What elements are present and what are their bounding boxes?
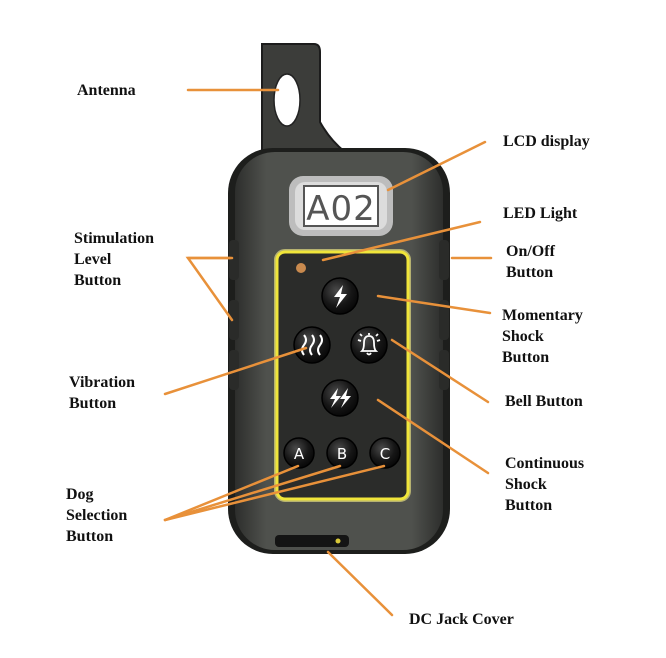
vibration-waves-icon [301, 334, 323, 356]
leader-stimulation [185, 256, 234, 322]
leader-dog-b [163, 464, 342, 522]
continuous-shock-button[interactable] [321, 379, 359, 417]
antenna [261, 43, 348, 153]
label-vibration: Vibration Button [69, 374, 136, 412]
dc-jack-cover[interactable] [275, 535, 349, 547]
leader-dog-a [163, 464, 300, 522]
label-on-off: On/Off Button [506, 243, 555, 281]
leader-dc-jack [326, 550, 394, 617]
lightning-icon [334, 285, 347, 308]
label-lcd-display: LCD display [503, 133, 590, 150]
vibration-button[interactable] [293, 326, 331, 364]
dog-c-button[interactable]: C [369, 437, 401, 469]
svg-text:B: B [337, 445, 347, 463]
leader-bell [390, 338, 490, 404]
label-antenna: Antenna [77, 82, 136, 99]
svg-text:A: A [294, 445, 305, 463]
leader-dog-c [163, 464, 386, 522]
bell-button[interactable] [350, 326, 388, 364]
dog-b-button[interactable]: B [326, 437, 358, 469]
leader-lines [163, 88, 493, 617]
leader-momentary [376, 294, 492, 315]
double-lightning-icon [330, 388, 351, 408]
bell-icon [357, 333, 381, 356]
leader-led [321, 220, 482, 262]
label-bell: Bell Button [505, 393, 583, 410]
label-momentary-shock: Momentary Shock Button [502, 307, 583, 366]
label-stimulation-level: Stimulation Level Button [74, 230, 155, 289]
label-led-light: LED Light [503, 205, 578, 222]
leader-vibration [163, 346, 308, 396]
dog-a-button[interactable]: A [283, 437, 315, 469]
lcd-text: A02 [306, 189, 376, 229]
led-light [296, 263, 306, 273]
momentary-shock-button[interactable] [321, 277, 359, 315]
leader-lcd [386, 140, 487, 192]
label-continuous-shock: Continuous Shock Button [505, 455, 585, 514]
label-dog-selection: Dog Selection Button [66, 486, 128, 545]
lcd-display: A02 [289, 176, 393, 236]
leader-continuous [376, 398, 490, 475]
svg-text:C: C [380, 445, 390, 463]
button-panel [274, 249, 411, 502]
label-dc-jack-cover: DC Jack Cover [409, 611, 514, 628]
